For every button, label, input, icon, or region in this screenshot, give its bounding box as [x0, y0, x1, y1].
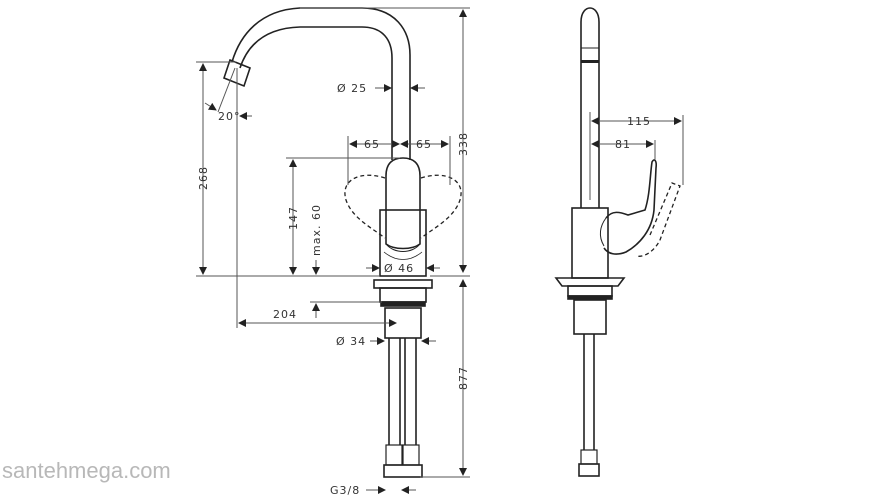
dim-reach: 204: [273, 308, 297, 321]
dim-max-height: max. 60: [310, 204, 323, 256]
dim-lever-left: 65: [364, 138, 380, 151]
spout: [231, 7, 411, 160]
watermark: santehmega.com: [2, 458, 171, 483]
dim-spout-diameter: Ø 25: [337, 82, 367, 95]
dim-body-diameter: Ø 46: [384, 262, 414, 275]
dim-lever-height: 147: [287, 206, 300, 230]
dim-lever-reach-max: 115: [627, 115, 651, 128]
dim-spout-angle: 20°: [218, 110, 241, 123]
front-view: [223, 7, 462, 478]
dim-outlet-height: 268: [197, 166, 210, 190]
dim-connection: G3/8: [330, 484, 360, 497]
dim-shank-diameter: Ø 34: [336, 335, 366, 348]
lever: [385, 157, 421, 250]
side-view: [554, 7, 681, 477]
dim-lever-right: 65: [416, 138, 432, 151]
dim-total-height: 338: [457, 132, 470, 156]
dim-hose-length: 877: [457, 366, 470, 390]
dim-lever-reach: 81: [615, 138, 631, 151]
